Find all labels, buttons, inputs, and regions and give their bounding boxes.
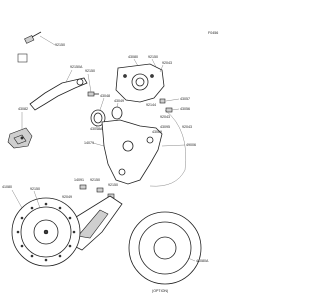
label-43056: 43056 (180, 107, 190, 111)
label-14079: 14079 (84, 141, 94, 145)
diagram-code: F0456 (208, 31, 218, 35)
label-92144: 92144 (146, 103, 156, 107)
label-43048: 43048 (100, 94, 110, 98)
label-92150-a: 92150 (55, 43, 65, 47)
label-92150-f: 92150 (30, 187, 40, 191)
caliper-piston (90, 109, 106, 127)
label-43095: 43095 (160, 125, 170, 129)
label-43069: 43069 (152, 130, 162, 134)
label-41080: 41080 (2, 185, 12, 189)
caliper-body (115, 63, 165, 103)
label-49006: 49006 (186, 143, 196, 147)
small-bolt (87, 91, 99, 97)
label-92150a: 92150A (70, 65, 83, 69)
label-92150-e: 92150 (108, 183, 118, 187)
brake-pads (7, 127, 33, 149)
label-92150-b: 92150 (85, 69, 95, 73)
caliper-bracket (101, 119, 163, 185)
middle-bolts (79, 184, 115, 199)
label-option: (OPTION) (152, 289, 168, 293)
label-92150-d: 92150 (90, 178, 100, 182)
label-41080A: 41080A (196, 259, 209, 263)
label-92150-c: 92150 (148, 55, 158, 59)
reference-square (17, 53, 28, 63)
bolt-top-left (24, 31, 42, 44)
piston-seal (111, 106, 123, 120)
label-43082: 43082 (18, 107, 28, 111)
label-43057: 43057 (180, 97, 190, 101)
label-92049: 92049 (62, 195, 72, 199)
label-43048A: 43048A (90, 127, 103, 131)
label-43049: 43049 (114, 99, 124, 103)
label-92043: 92043 (162, 61, 172, 65)
exploded-parts-diagram: F0456 92150 92150A 92150 43080 92150 920… (2, 31, 218, 293)
brake-disc (11, 197, 81, 267)
label-92043-c: 92043 (182, 125, 192, 129)
brake-disc-option (128, 211, 202, 285)
label-14091: 14091 (74, 178, 84, 182)
label-92043b: 92043 (160, 115, 170, 119)
brake-pedal-lever (29, 77, 88, 111)
label-43080: 43080 (128, 55, 138, 59)
